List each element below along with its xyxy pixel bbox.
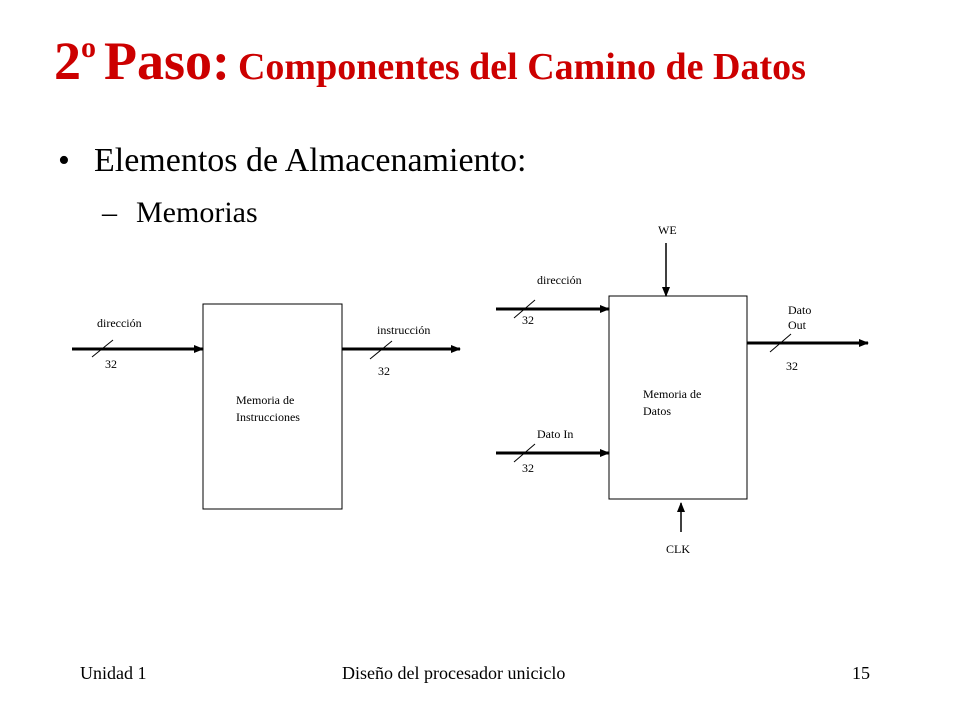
clock-label: CLK <box>666 542 690 556</box>
sub-bullet-marker: – <box>102 196 117 229</box>
data-address-label: dirección <box>537 273 582 287</box>
instruction-address-label: dirección <box>97 316 142 330</box>
slide-title: 2o Paso: Componentes del Camino de Datos <box>54 30 934 92</box>
data-in-bus-slash <box>513 443 536 463</box>
instruction-memory-label-line2: Instrucciones <box>236 410 300 424</box>
data-out-bus-slash <box>769 333 792 353</box>
data-out-label-line2: Out <box>788 318 807 332</box>
data-memory: Memoria de Datos WE dirección 32 Dato In… <box>496 223 869 556</box>
title-superscript: o <box>81 31 96 64</box>
title-number: 2 <box>54 31 81 91</box>
instruction-address-width: 32 <box>105 357 117 371</box>
title-word: Paso: <box>104 31 230 91</box>
sub-bullet-text: Memorias <box>136 196 258 229</box>
data-memory-label-line2: Datos <box>643 404 671 418</box>
instruction-memory-block <box>202 303 343 510</box>
data-in-width: 32 <box>522 461 534 475</box>
data-memory-label-line1: Memoria de <box>643 387 701 401</box>
write-enable-label: WE <box>658 223 677 237</box>
instruction-memory-label-line1: Memoria de <box>236 393 294 407</box>
bullet-marker: • <box>58 142 70 179</box>
data-address-width: 32 <box>522 313 534 327</box>
footer-course-title: Diseño del procesador uniciclo <box>342 663 566 683</box>
bullet-item: • Elementos de Almacenamiento: <box>58 142 526 180</box>
sub-bullet-item: –Memorias <box>102 196 258 230</box>
instruction-memory: Memoria de Instrucciones dirección 32 in… <box>72 303 461 510</box>
title-subtitle: Componentes del Camino de Datos <box>237 46 806 88</box>
footer-page-number: 15 <box>852 663 870 683</box>
bullet-text: Elementos de Almacenamiento: <box>94 142 527 179</box>
data-out-label-line1: Dato <box>788 303 811 317</box>
data-out-width: 32 <box>786 359 798 373</box>
instruction-address-bus-slash <box>91 339 114 358</box>
data-address-bus-slash <box>513 299 536 319</box>
footer-unit: Unidad 1 <box>80 663 147 683</box>
instruction-output-bus-slash <box>369 340 393 360</box>
instruction-output-width: 32 <box>378 364 390 378</box>
data-in-label: Dato In <box>537 427 573 441</box>
data-memory-block <box>608 295 748 500</box>
instruction-output-label: instrucción <box>377 323 430 337</box>
